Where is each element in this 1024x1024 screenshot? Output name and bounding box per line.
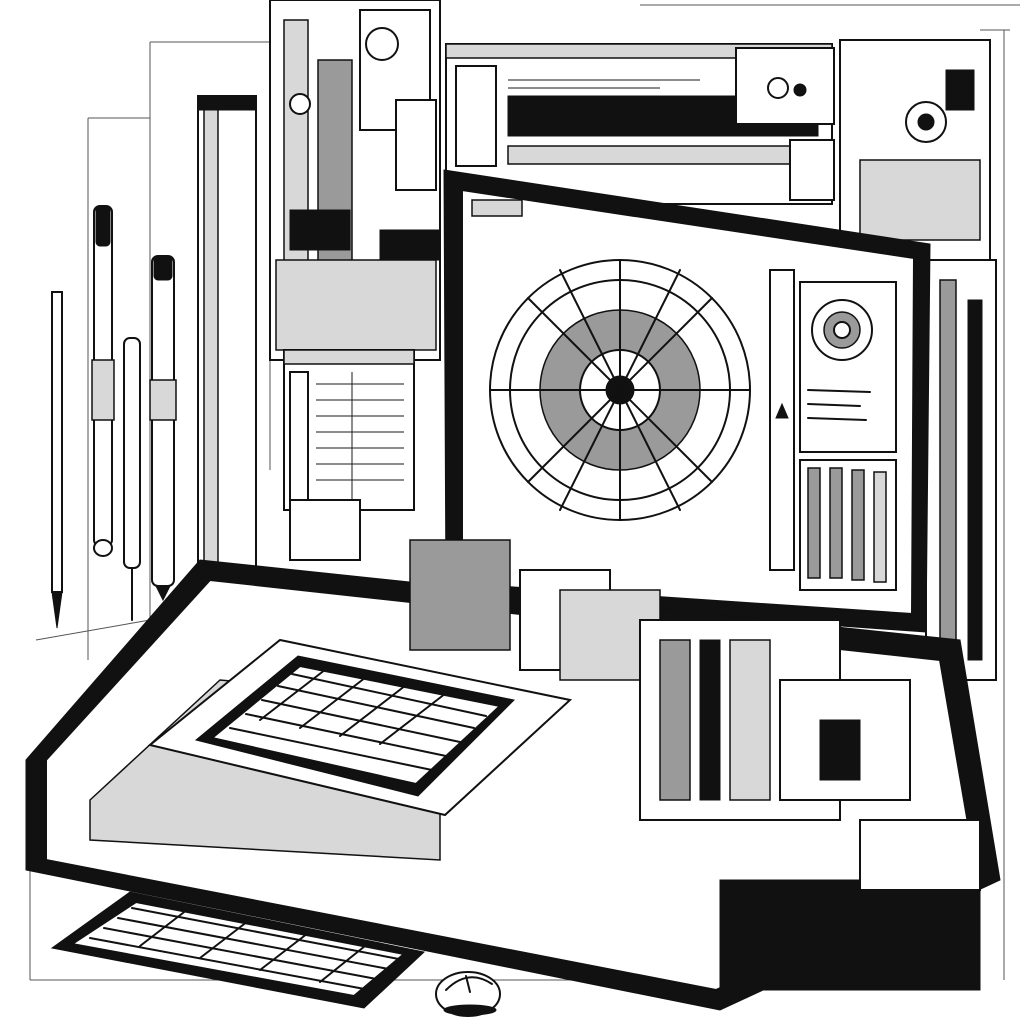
main-monitor (443, 169, 931, 633)
tall-cylinder (197, 95, 257, 617)
gear-wheel-icon (489, 259, 751, 521)
pen-icon (123, 337, 141, 621)
upper-window (445, 43, 835, 205)
mouse-icon (435, 971, 501, 1017)
pen-group (51, 95, 257, 629)
keyboard-icon (50, 891, 426, 1009)
pen-icon (149, 255, 177, 602)
pen-icon (91, 205, 115, 557)
back-machinery (269, 0, 441, 361)
keyboard-icon (147, 638, 573, 817)
internal-modules (289, 499, 981, 891)
warning-triangle-icon (775, 402, 789, 419)
monitor-screen (471, 199, 897, 591)
eye-icon (811, 299, 873, 361)
pen-icon (51, 291, 63, 629)
gear-wheel-icon (767, 77, 807, 99)
right-machinery (839, 39, 997, 681)
side-window (283, 349, 415, 511)
